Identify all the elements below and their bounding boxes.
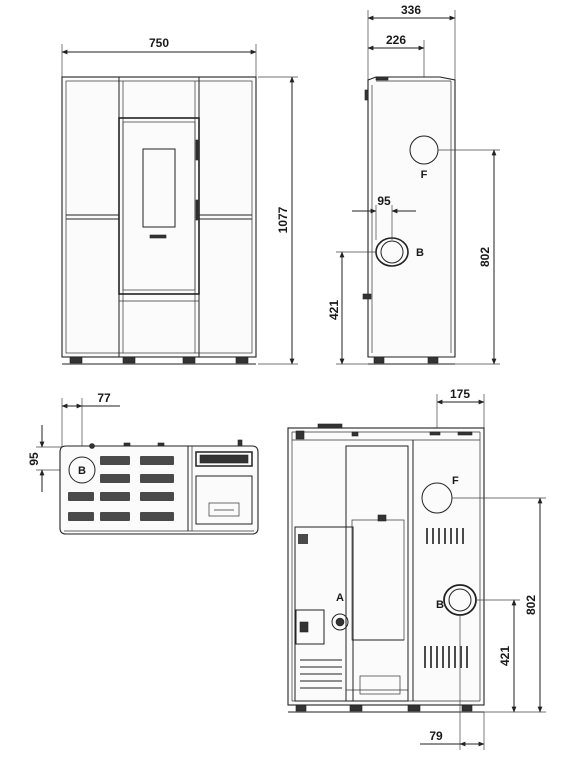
rear-hopper (345, 445, 409, 702)
rear-foot (349, 704, 363, 712)
rear-view: 175 F B (287, 387, 546, 750)
top-inlet-depth-dimension: 95 (27, 425, 70, 492)
front-height-label: 1077 (276, 206, 290, 233)
rear-inlet-side-offset-label: 79 (429, 729, 443, 743)
door-glass (142, 148, 176, 228)
top-air-inlet (68, 456, 96, 484)
side-inlet-offset-dimension: 95 (352, 194, 416, 240)
rear-flue-height-dimension: 802 (484, 497, 546, 713)
top-inlet-offset-label: 77 (97, 391, 111, 405)
rear-electronics-panel (294, 526, 354, 702)
rear-inlet-marker: B (436, 599, 444, 611)
front-body (61, 76, 257, 358)
top-inlet-marker: B (78, 465, 86, 477)
side-foot (427, 356, 439, 364)
rear-power-socket (295, 609, 325, 645)
rear-lower-vents (424, 646, 468, 668)
top-inlet-depth-label: 95 (27, 452, 41, 466)
rear-cable-marks (300, 659, 342, 689)
side-flue-height-dimension: 802 (455, 149, 500, 365)
side-flue-offset-label: 226 (386, 33, 406, 47)
front-foot (235, 356, 249, 364)
front-view: 750 1077 (61, 36, 298, 365)
front-height-dimension: 1077 (258, 76, 298, 365)
side-body (367, 76, 456, 358)
top-ventilation-grille (68, 456, 174, 521)
front-foot (69, 356, 83, 364)
rear-upper-vents (426, 528, 464, 544)
top-view: 77 95 B (27, 391, 259, 535)
rear-flue-marker: F (452, 475, 459, 487)
side-inlet-height-dimension: 421 (327, 251, 376, 365)
side-flue-height-label: 802 (478, 247, 492, 267)
side-inlet-offset-label: 95 (377, 194, 391, 208)
rear-foot (295, 704, 307, 712)
side-view: 336 226 F B 95 (327, 3, 500, 365)
side-depth-dimension: 336 (367, 3, 456, 80)
side-inlet-height-label: 421 (327, 300, 341, 320)
side-flue-marker: F (421, 169, 428, 181)
top-control-panel (195, 451, 253, 467)
front-foot (182, 356, 196, 364)
side-foot (373, 356, 385, 364)
top-pellet-hopper-lid (195, 475, 253, 525)
side-inlet-marker: B (416, 247, 424, 259)
rear-inlet-height-dimension: 421 (498, 599, 517, 713)
side-depth-label: 336 (401, 3, 421, 17)
rear-foot (407, 704, 421, 712)
front-door (118, 117, 200, 295)
front-foot (122, 356, 136, 364)
rear-flue-offset-label: 175 (450, 387, 470, 401)
front-width-label: 750 (149, 36, 169, 50)
rear-inlet-height-label: 421 (498, 646, 512, 666)
top-inlet-offset-dimension: 77 (61, 391, 120, 452)
front-width-dimension: 750 (61, 36, 257, 80)
rear-component-marker: A (336, 592, 344, 604)
rear-inlet-side-offset-dimension: 79 (420, 615, 485, 750)
rear-flue-height-label: 802 (524, 595, 538, 615)
brand-plate (149, 234, 167, 239)
rear-body (287, 427, 485, 706)
rear-motor (331, 613, 349, 631)
rear-foot (461, 704, 473, 712)
